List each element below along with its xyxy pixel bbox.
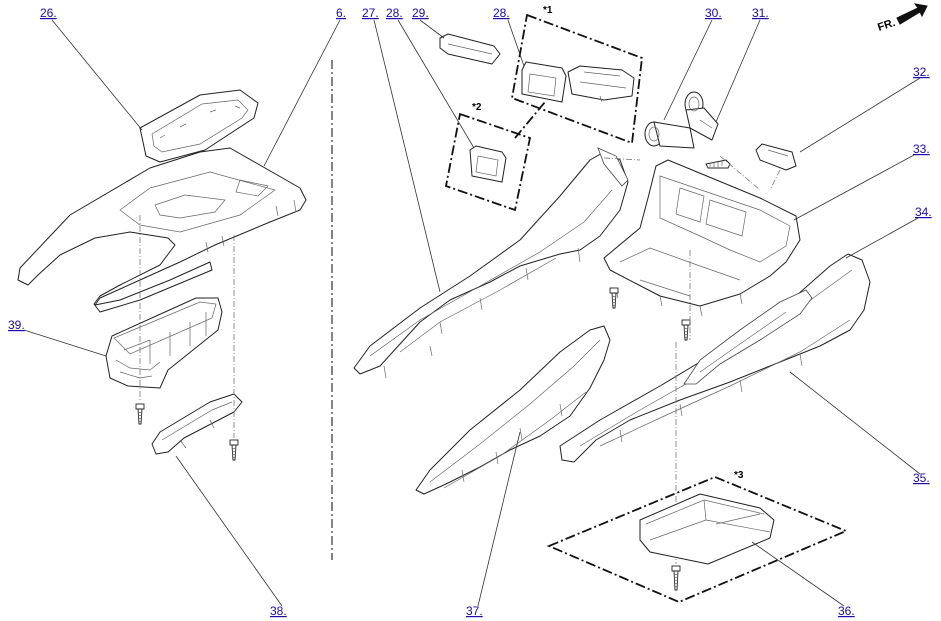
callout-28-left[interactable]: 28. (386, 6, 403, 20)
front-arrow-icon (896, 3, 928, 25)
part-33-console-box (603, 159, 801, 317)
callout-31[interactable]: 31. (752, 6, 769, 20)
callout-6[interactable]: 6. (336, 6, 346, 20)
callout-33[interactable]: 33. (913, 142, 930, 156)
callout-35[interactable]: 35. (913, 471, 930, 485)
leader-lines (23, 19, 921, 607)
callout-32[interactable]: 32. (913, 65, 930, 79)
part-35-side-inner-panel (683, 289, 813, 385)
callout-30[interactable]: 30. (705, 6, 722, 20)
part-32-clip (755, 143, 797, 171)
callout-37[interactable]: 37. (466, 604, 483, 618)
part-37-lower-side-panel (415, 325, 611, 495)
callout-34[interactable]: 34. (915, 205, 932, 219)
callout-36[interactable]: 36. (838, 604, 855, 618)
screw-left-1 (135, 403, 145, 425)
note-1: *1 (543, 5, 553, 16)
part-6-upper-console-panel (17, 147, 307, 313)
screw-upper-30 (705, 159, 731, 169)
callout-28-right[interactable]: 28. (493, 6, 510, 20)
note-2: *2 (472, 102, 482, 113)
group-link-line (514, 101, 546, 139)
group-2-box (444, 112, 532, 212)
callout-labels: 26. 6. 27. 28. 29. 28. 30. 31. 32. 33. 3… (8, 6, 932, 618)
part-31-socket (684, 91, 719, 141)
group-1-box (510, 13, 643, 145)
screw-box-2 (681, 319, 691, 341)
assembly-axis-right-3 (603, 155, 781, 191)
front-direction-indicator: FR. (876, 3, 928, 34)
callout-26[interactable]: 26. (40, 6, 57, 20)
part-39-shift-switch-assembly (105, 297, 223, 389)
screw-36 (671, 565, 681, 591)
part-30-power-outlet (644, 121, 695, 149)
callout-38[interactable]: 38. (270, 604, 287, 618)
note-3: *3 (734, 470, 744, 481)
part-26-shift-bezel (139, 89, 259, 163)
screw-box-1 (609, 287, 619, 309)
screw-left-2 (229, 439, 239, 461)
callout-29[interactable]: 29. (412, 6, 429, 20)
callout-27[interactable]: 27. (362, 6, 379, 20)
callout-39[interactable]: 39. (8, 318, 25, 332)
group-3-box (546, 476, 849, 603)
front-label: FR. (876, 17, 897, 34)
part-29-switch (439, 33, 501, 65)
part-38-bracket (151, 393, 243, 455)
part-27-side-panel-left (353, 147, 629, 379)
group-notes: *1 *2 *3 (472, 5, 744, 481)
